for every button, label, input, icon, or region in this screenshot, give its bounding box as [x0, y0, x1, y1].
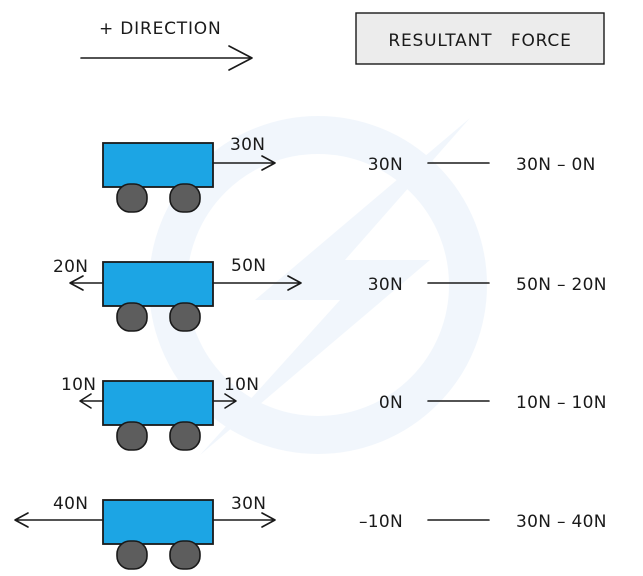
right-force-arrow [212, 155, 276, 171]
resultant-force-box [355, 12, 605, 65]
left-force-label: 40N [53, 494, 88, 514]
cart [102, 380, 214, 451]
left-force-label: 20N [53, 257, 88, 277]
calculation: 50N – 20N [516, 275, 607, 295]
right-force-label: 30N [231, 494, 266, 514]
direction-label: + DIRECTION [99, 19, 221, 39]
wheel-right [169, 540, 201, 570]
resultant-value: –10N [359, 512, 403, 532]
resultant-force-header: RESULTANT FORCE [355, 12, 605, 65]
resultant-force-label: RESULTANT FORCE [388, 31, 571, 51]
left-force-arrow [69, 275, 104, 291]
resultant-value: 30N [368, 275, 403, 295]
cart-body [102, 142, 214, 188]
wheel-right [169, 302, 201, 332]
cart-body [102, 261, 214, 307]
right-force-arrow [212, 275, 302, 291]
right-force-label: 10N [224, 375, 259, 395]
calculation: 10N – 10N [516, 393, 607, 413]
cart [102, 499, 214, 570]
row-1: 30N 30N 30N – 0N [102, 135, 596, 213]
cart [102, 142, 214, 213]
wheel-right [169, 183, 201, 213]
right-force-arrow [212, 512, 276, 528]
direction-indicator: + DIRECTION [80, 19, 253, 71]
calculation: 30N – 0N [516, 155, 596, 175]
right-force-arrow [212, 393, 237, 409]
wheel-left [116, 540, 148, 570]
wheel-left [116, 421, 148, 451]
row-3: 10N 10N 0N 10N – 10N [61, 375, 607, 451]
left-force-arrow [79, 393, 104, 409]
left-force-arrow [14, 512, 104, 528]
cart-body [102, 380, 214, 426]
right-force-label: 30N [230, 135, 265, 155]
wheel-right [169, 421, 201, 451]
row-2: 20N 50N 30N 50N – 20N [53, 256, 607, 332]
resultant-value: 30N [368, 155, 403, 175]
direction-arrow [80, 45, 253, 71]
row-4: 40N 30N –10N 30N – 40N [14, 494, 607, 570]
resultant-value: 0N [379, 393, 403, 413]
right-force-label: 50N [231, 256, 266, 276]
cart [102, 261, 214, 332]
wheel-left [116, 183, 148, 213]
cart-body [102, 499, 214, 545]
left-force-label: 10N [61, 375, 96, 395]
calculation: 30N – 40N [516, 512, 607, 532]
wheel-left [116, 302, 148, 332]
